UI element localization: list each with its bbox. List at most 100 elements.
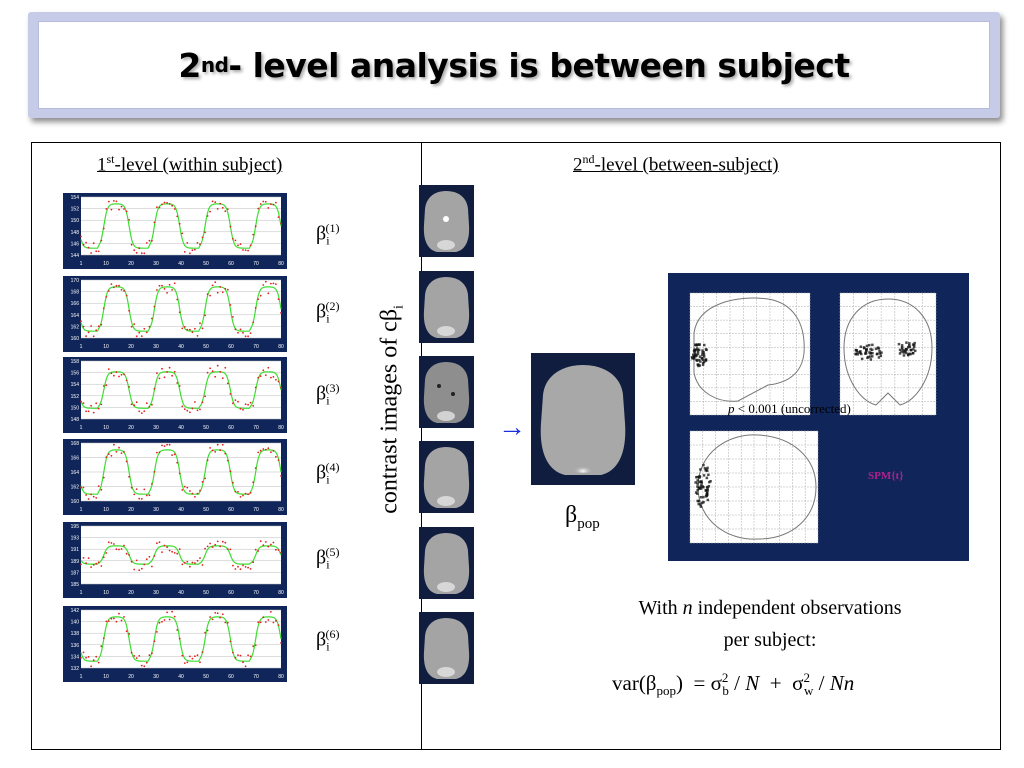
activation-voxel <box>698 355 702 358</box>
data-point <box>191 657 194 660</box>
data-point <box>135 488 138 490</box>
plot-area <box>81 280 281 338</box>
data-point <box>275 201 277 204</box>
data-point <box>254 225 257 228</box>
activation-voxel <box>697 502 700 506</box>
data-point <box>254 644 257 646</box>
data-point <box>275 455 277 458</box>
data-point <box>110 208 113 211</box>
data-point <box>209 616 212 618</box>
data-point <box>125 552 128 555</box>
data-point <box>178 385 181 387</box>
data-point <box>161 551 163 553</box>
x-tick-label: 40 <box>178 674 184 680</box>
data-point <box>102 385 105 387</box>
data-point <box>277 298 280 300</box>
sagittal-outline <box>693 297 805 402</box>
data-point <box>153 221 156 224</box>
data-point <box>120 548 123 550</box>
data-point <box>189 252 191 255</box>
data-point <box>176 215 179 218</box>
data-point <box>244 335 247 338</box>
activation-voxel <box>701 358 705 361</box>
data-point <box>186 661 189 664</box>
activation-voxel <box>898 352 902 355</box>
data-point <box>80 563 82 566</box>
data-point <box>204 477 207 480</box>
data-point <box>272 282 275 285</box>
activation-voxel <box>914 349 917 353</box>
x-tick-label: 60 <box>228 261 234 267</box>
data-point <box>120 373 123 376</box>
data-point <box>118 208 120 211</box>
activation-voxel <box>697 358 701 362</box>
data-point <box>90 325 92 327</box>
data-point <box>216 291 219 294</box>
data-point <box>148 494 151 497</box>
data-point <box>199 243 201 246</box>
activation-voxel <box>694 481 697 484</box>
activation-voxel <box>701 353 704 357</box>
data-point <box>176 552 179 555</box>
data-point <box>194 655 196 658</box>
data-point <box>199 489 201 492</box>
brain-outline <box>423 618 470 679</box>
activation-voxel <box>696 343 699 346</box>
activation-voxel <box>699 505 703 508</box>
activation-voxel <box>912 344 916 347</box>
data-point <box>181 489 184 491</box>
activation-voxel <box>696 350 700 353</box>
data-point <box>252 405 255 407</box>
data-point <box>234 328 237 331</box>
data-point <box>244 403 247 406</box>
data-point <box>226 621 229 624</box>
data-point <box>201 327 204 330</box>
data-point <box>140 412 143 414</box>
x-tick-label: 30 <box>153 590 159 596</box>
x-tick-label: 60 <box>228 425 234 431</box>
data-point <box>151 652 153 655</box>
data-point <box>186 328 189 331</box>
data-point <box>191 331 194 334</box>
data-point <box>140 664 143 667</box>
data-point <box>153 305 156 308</box>
brain-spot <box>437 384 441 388</box>
data-point <box>163 544 166 547</box>
data-point <box>206 371 209 374</box>
y-tick-label: 164 <box>71 470 80 476</box>
contrast-brain <box>423 362 470 423</box>
data-point <box>211 618 214 621</box>
data-point <box>196 409 199 412</box>
activation-voxel <box>702 486 705 489</box>
y-tick-label: 158 <box>71 359 80 365</box>
activation-voxel <box>854 348 858 352</box>
x-tick-label: 50 <box>203 261 209 267</box>
data-point <box>183 326 186 328</box>
data-point <box>239 407 242 410</box>
data-point <box>97 250 100 253</box>
activation-voxel <box>898 348 902 352</box>
activation-voxel <box>701 349 704 352</box>
y-tick-label: 148 <box>71 417 80 423</box>
data-point <box>105 384 108 387</box>
data-point <box>92 659 95 662</box>
data-point <box>226 382 229 385</box>
data-point <box>145 558 148 561</box>
activation-voxel <box>900 350 903 353</box>
data-point <box>107 200 110 203</box>
data-point <box>186 560 189 563</box>
data-point <box>214 281 217 284</box>
data-point <box>262 284 265 286</box>
data-point <box>95 655 98 658</box>
brain-outline <box>423 447 470 508</box>
data-point <box>219 449 222 452</box>
data-point <box>183 561 186 564</box>
data-point <box>270 451 272 453</box>
activation-voxel <box>694 354 697 357</box>
data-point <box>82 402 85 404</box>
x-tick-label: 40 <box>178 590 184 596</box>
x-tick-label: 80 <box>278 674 284 680</box>
activation-voxel <box>704 348 708 351</box>
